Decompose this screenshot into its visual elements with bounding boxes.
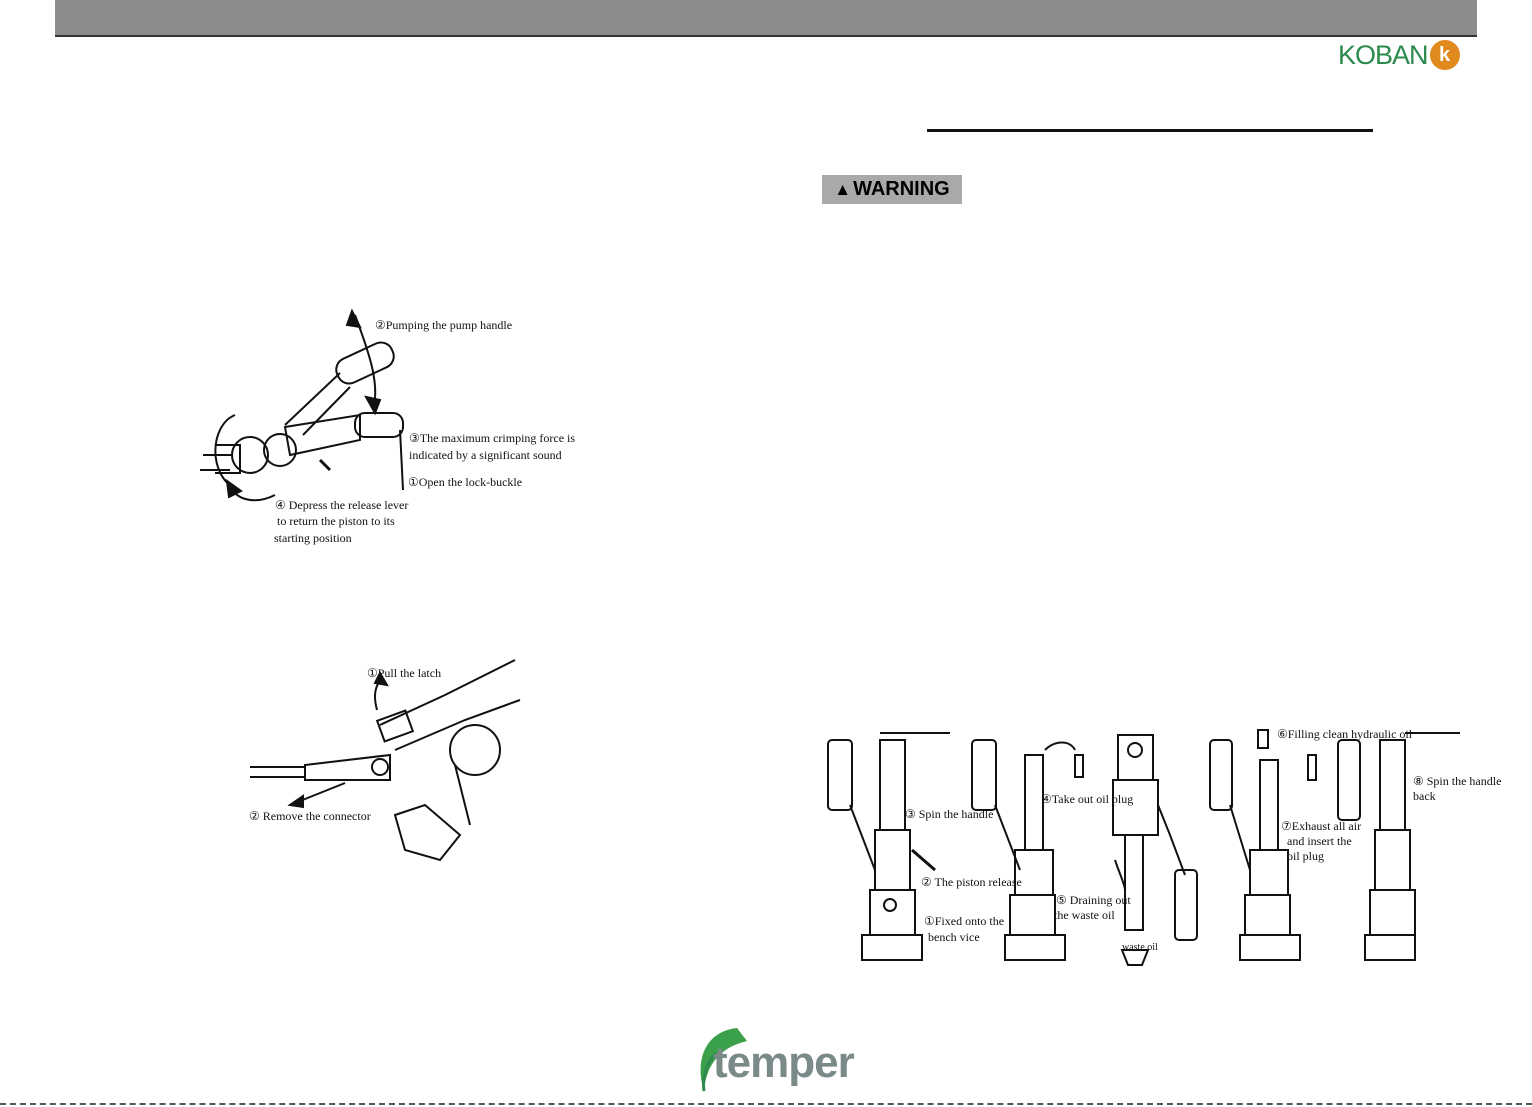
oil-label-fixed-bench: ①Fixed onto the (924, 914, 1005, 928)
latch-label-pull: ①Pull the latch (367, 666, 442, 680)
pump-label-release-lever: ④ Depress the release lever (275, 498, 409, 512)
warning-label: WARNING (853, 178, 950, 200)
figure-pull-latch (245, 655, 525, 870)
latch-tool-drawing (250, 659, 521, 862)
figure-pump-handle (195, 305, 565, 550)
pump-tool-drawing (200, 308, 404, 502)
oil-label-exhaust-2: and insert the (1287, 834, 1352, 848)
koban-logo: KOBAN k (1338, 38, 1478, 72)
pump-label-release-lever-2: to return the piston to its (277, 514, 395, 528)
koban-logo-mark: k (1429, 40, 1460, 70)
latch-label-remove: ② Remove the connector (249, 809, 371, 823)
oil-label-spin: ③ Spin the handle (905, 807, 994, 821)
oil-label-filling: ⑥Filling clean hydraulic oil (1277, 727, 1413, 741)
oil-label-draining-2: the waste oil (1054, 908, 1115, 922)
pump-label-release-lever-3: starting position (274, 531, 352, 545)
warning-badge: ▲ WARNING (822, 175, 962, 204)
oil-label-exhaust-3: oil plug (1287, 849, 1325, 863)
oil-label-spin-back-2: back (1413, 789, 1436, 803)
temper-logo-text: temper (713, 1038, 855, 1087)
oil-label-spin-back: ⑧ Spin the handle (1413, 774, 1502, 788)
temper-logo (692, 1023, 867, 1098)
figure-oil-change (820, 725, 1495, 970)
pump-label-max-force: ③The maximum crimping force is (409, 431, 576, 445)
header-bar (55, 0, 1477, 37)
pump-label-pumping: ②Pumping the pump handle (375, 318, 513, 332)
oil-label-exhaust: ⑦Exhaust all air (1281, 819, 1362, 833)
pump-label-max-force-2: indicated by a significant sound (409, 448, 562, 462)
oil-label-take-plug: ④Take out oil plug (1041, 792, 1134, 806)
oil-label-piston-release: ② The piston release (921, 875, 1022, 889)
pump-label-lock-buckle: ①Open the lock-buckle (408, 475, 523, 489)
oil-label-draining: ⑤ Draining out (1056, 893, 1131, 907)
warning-triangle-icon: ▲ (834, 179, 852, 199)
oil-label-fixed-bench-2: bench vice (928, 930, 980, 944)
koban-logo-text: KOBAN (1338, 39, 1429, 70)
oil-change-drawing (827, 729, 1460, 966)
temper-swoosh-icon (700, 1028, 747, 1092)
section-rule (927, 129, 1373, 132)
oil-label-waste-oil: waste oil (1122, 942, 1158, 953)
footer-dashed-line (0, 1103, 1532, 1105)
